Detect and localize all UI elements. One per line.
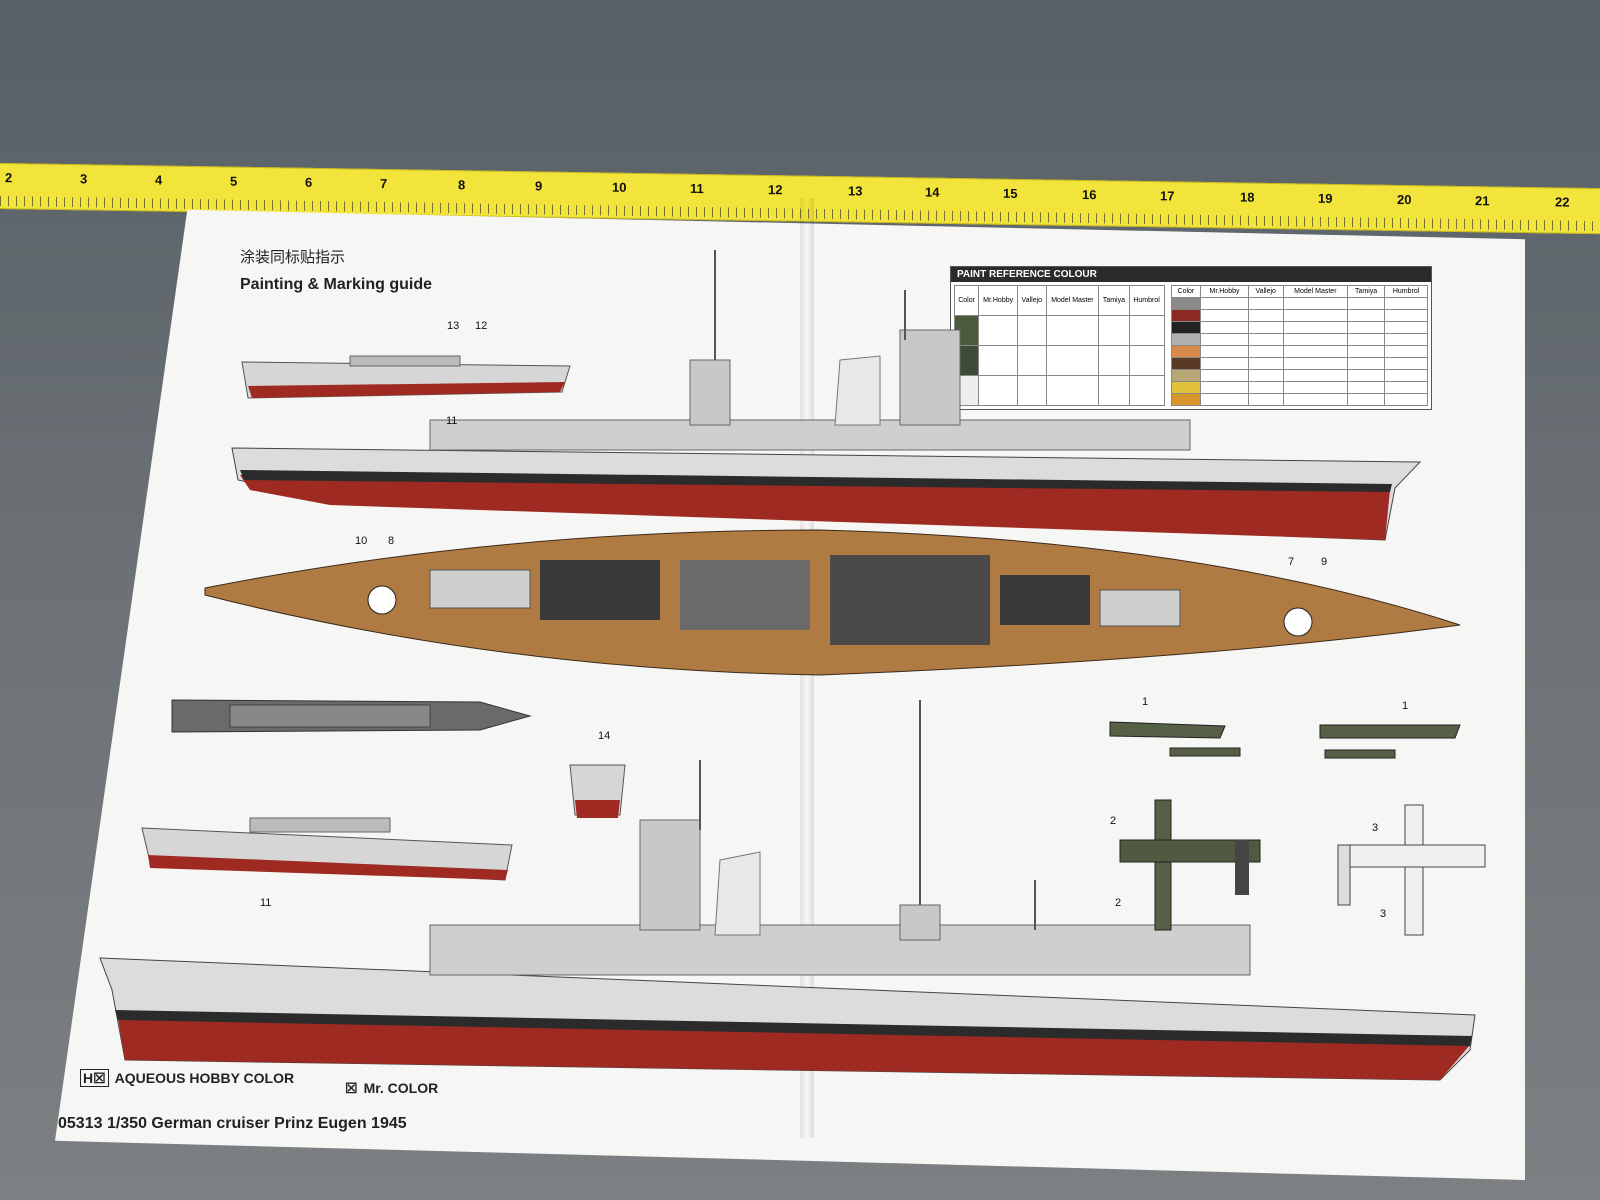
arado-floatplane-side-1 (1109, 721, 1241, 757)
paint-table-right: Color Mr.Hobby Vallejo Model Master Tami… (1170, 285, 1428, 406)
color-swatch (1170, 321, 1202, 334)
ship-side-profile-lower (99, 700, 1476, 1081)
legend-aqueous-label: AQUEOUS HOBBY COLOR (114, 1070, 295, 1086)
arado-floatplane-top (1119, 799, 1261, 931)
legend-h-box-icon: H☒ (80, 1069, 109, 1087)
guide-title-chinese: 涂装同标贴指示 (240, 249, 346, 266)
callout-number: 10 (355, 535, 368, 547)
color-swatch (1170, 393, 1202, 406)
callout-number: 2 (1110, 815, 1117, 827)
callout-number: 3 (1380, 908, 1387, 920)
callout-number: 9 (1321, 556, 1328, 568)
color-swatch (1170, 345, 1202, 358)
guide-title: Painting & Marking guide (240, 276, 433, 293)
motor-boat-side-view (241, 355, 571, 399)
legend-x-box-icon: ☒ (345, 1080, 358, 1096)
paint-reference-table: PAINT REFERENCE COLOUR Color Mr.Hobby Va… (950, 266, 1432, 410)
callout-number: 2 (1115, 897, 1122, 909)
callout-number: 12 (475, 320, 488, 332)
legend-mr-color: ☒ Mr. COLOR (345, 1080, 438, 1097)
legend-mr-label: Mr. COLOR (363, 1080, 439, 1096)
callout-number: 7 (1288, 556, 1295, 568)
callout-number: 3 (1372, 822, 1379, 834)
callout-number: 11 (260, 897, 272, 909)
ship-top-view (204, 529, 1461, 676)
paint-header: Vallejo (1017, 285, 1047, 316)
ship-side-profile-upper (231, 250, 1422, 541)
callout-number: 11 (446, 415, 458, 427)
paint-header: Humbrol (1128, 285, 1165, 316)
product-title: 05313 1/350 German cruiser Prinz Eugen 1… (58, 1115, 407, 1132)
paint-header: Tamiya (1098, 285, 1130, 316)
arado-floatplane-bottom (1337, 804, 1486, 936)
motor-boat-side-view-lower (141, 817, 513, 881)
color-swatch (1170, 381, 1202, 394)
boat-front-view (569, 764, 626, 818)
legend-aqueous-hobby-color: H☒ AQUEOUS HOBBY COLOR (80, 1069, 295, 1087)
motor-boat-top-view (171, 699, 532, 733)
paint-reference-title: PAINT REFERENCE COLOUR (951, 267, 1431, 282)
callout-number: 14 (598, 730, 611, 742)
callout-number: 13 (447, 320, 460, 332)
arado-floatplane-side-2 (1319, 724, 1461, 759)
callout-number: 1 (1142, 696, 1149, 708)
callout-number: 8 (388, 535, 395, 547)
callout-number: 1 (1402, 700, 1409, 712)
